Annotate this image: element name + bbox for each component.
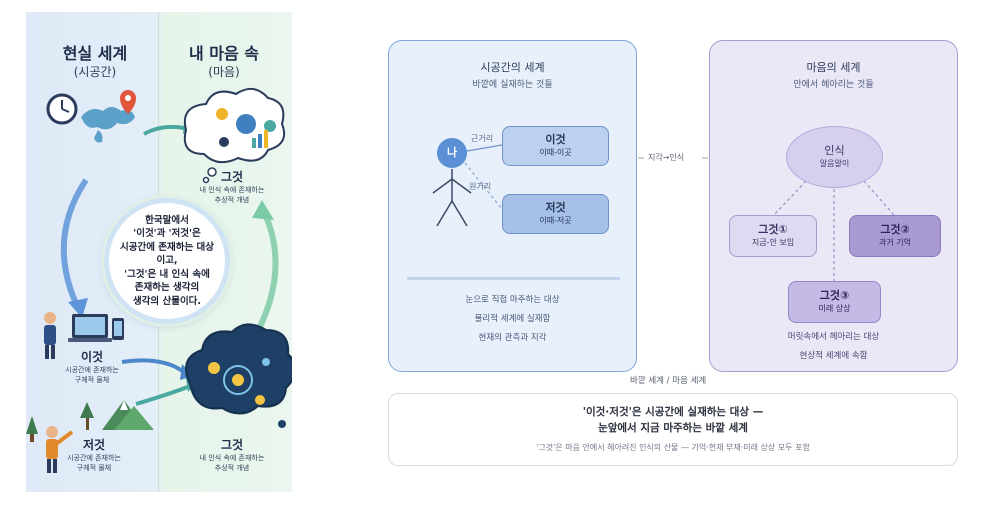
location-pin-icon [120, 90, 136, 114]
this-box: 이것 이때-이곳 [502, 126, 609, 166]
mind-world-panel: 마음의 세계 안에서 헤아리는 것들 인식 알음알이 그것① 지금-안 보임 그… [709, 40, 958, 372]
clock-icon [46, 93, 78, 125]
it-1-box: 그것① 지금-안 보임 [729, 215, 817, 257]
mind-panel-title: 마음의 세계 [806, 61, 861, 74]
summary-line-3: '그것'은 마음 안에서 헤아려진 인식의 산물 — 기억·현재 부재·미래 상… [536, 443, 810, 452]
this-box-title: 이것 [545, 133, 566, 146]
spacetime-panel-title: 시공간의 세계 [480, 61, 545, 74]
center-message-text: 한국말에서 '이것'과 '저것'은 시공간에 존재하는 대상이고, '그것'은 … [119, 214, 214, 307]
summary-box: '이것·저것'은 시공간에 실재하는 대상 — 눈앞에서 지금 마주하는 바깥 … [388, 393, 958, 466]
poster-artwork [26, 87, 292, 473]
it-3-box: 그것③ 미래 상상 [788, 281, 881, 323]
mind-panel-subtitle: 안에서 헤아리는 것들 [793, 80, 874, 90]
it-top-title: 그것 [220, 170, 244, 184]
that-title: 저것 [82, 438, 106, 452]
it-2-sub: 과거 기억 [879, 238, 911, 247]
poster-this-caption: 이것 시공간에 존재하는 구체적 물체 [44, 350, 140, 385]
that-desc: 시공간에 존재하는 구체적 물체 [67, 454, 121, 472]
spacetime-note-3: 현재의 관측과 지각 [478, 333, 547, 343]
recognition-node: 인식 알음알이 [786, 126, 883, 188]
real-world-subtitle: (시공간) [73, 65, 117, 79]
near-distance-label: 근거리 [471, 134, 494, 143]
me-node: 나 [437, 138, 467, 168]
far-distance-label: 원거리 [469, 182, 492, 191]
spacetime-note-2: 물리적 세계에 실재함 [474, 314, 551, 324]
my-mind-title: 내 마음 속 [188, 44, 260, 63]
poster-it-top-caption: 그것 내 인식 속에 존재하는 추상적 개념 [176, 170, 288, 205]
thought-cloud-icon [183, 87, 286, 184]
spacetime-world-panel: 시공간의 세계 바깥에 실재하는 것들 나 근거리 원거리 이것 이때-이곳 저… [388, 40, 637, 372]
perception-arrow [638, 157, 708, 159]
recognition-sub: 알음알이 [819, 159, 850, 168]
it-2-box: 그것② 과거 기억 [849, 215, 941, 257]
summary-line-2: 눈앞에서 지금 마주하는 바깥 세계 [598, 422, 748, 434]
it-3-sub: 미래 상상 [818, 304, 851, 313]
person-pointing-mountain-icon [26, 400, 154, 473]
world-map-icon [81, 107, 135, 143]
it-3-title: 그것③ [819, 289, 850, 302]
this-box-sub: 이때-이곳 [539, 148, 572, 157]
that-box-title: 저것 [545, 201, 566, 214]
it-2-title: 그것② [880, 223, 910, 236]
it-bottom-desc: 내 인식 속에 존재하는 추상적 개념 [199, 454, 265, 472]
it-bottom-title: 그것 [220, 438, 244, 452]
worlds-caption: 바깥 세계 / 마음 세계 [630, 376, 707, 386]
it-1-title: 그것① [758, 223, 788, 236]
that-box-sub: 이때-저곳 [539, 216, 572, 225]
poster-center-message: 한국말에서 '이것'과 '저것'은 시공간에 존재하는 대상이고, '그것'은 … [104, 198, 230, 324]
perception-arrow-label: 지각→인식 [648, 153, 685, 162]
real-world-title: 현실 세계 [62, 44, 128, 63]
it-1-sub: 지금-안 보임 [751, 238, 795, 247]
poster-right-heading: 내 마음 속 (마음) [160, 44, 288, 80]
brain-cloud-icon [185, 323, 292, 428]
recognition-title: 인식 [824, 144, 845, 157]
this-title: 이것 [80, 350, 104, 364]
this-desc: 시공간에 존재하는 구체적 물체 [65, 366, 119, 384]
spacetime-panel-subtitle: 바깥에 실재하는 것들 [472, 80, 553, 90]
it-top-desc: 내 인식 속에 존재하는 추상적 개념 [199, 186, 265, 204]
mind-note-2: 현상적 세계에 속함 [799, 351, 868, 361]
that-box: 저것 이때-저곳 [502, 194, 609, 234]
my-mind-subtitle: (마음) [208, 65, 240, 79]
illustration-poster: 현실 세계 (시공간) 내 마음 속 (마음) [26, 12, 292, 492]
spacetime-divider [407, 277, 620, 280]
summary-line-1: '이것·저것'은 시공간에 실재하는 대상 — [582, 406, 764, 418]
poster-that-caption: 저것 시공간에 존재하는 구체적 물체 [46, 438, 142, 473]
poster-left-heading: 현실 세계 (시공간) [32, 44, 158, 80]
mind-connectors [773, 180, 895, 281]
poster-it-bottom-caption: 그것 내 인식 속에 존재하는 추상적 개념 [176, 438, 288, 473]
mind-note-1: 머릿속에서 헤아리는 대상 [787, 332, 880, 342]
spacetime-connectors [432, 144, 503, 227]
spacetime-note-1: 눈으로 직접 마주하는 대상 [465, 295, 560, 305]
person-with-device-icon [44, 312, 124, 359]
